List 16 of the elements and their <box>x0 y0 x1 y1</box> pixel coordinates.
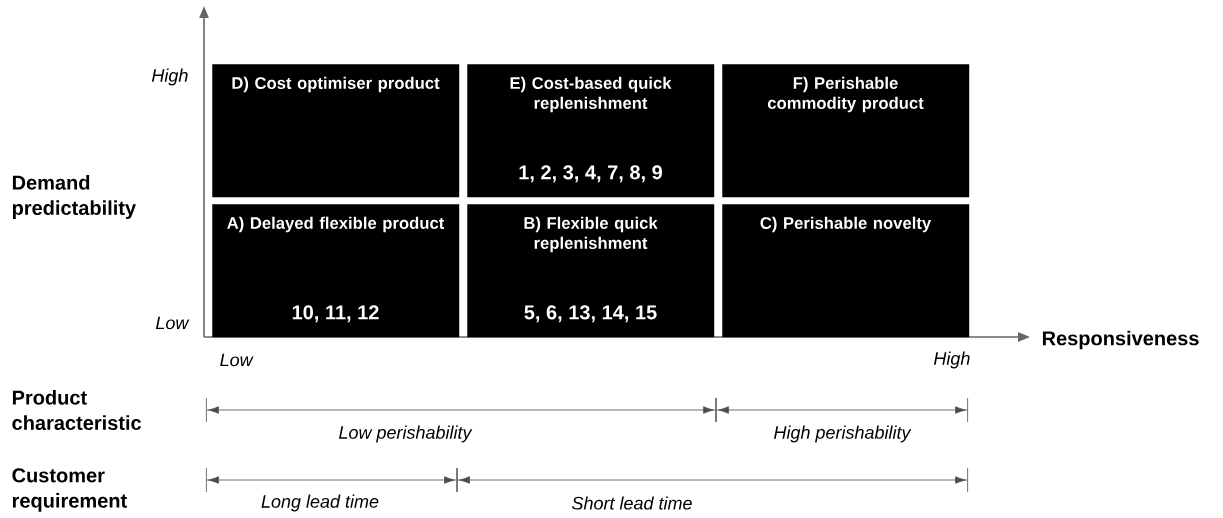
range-label: High perishability <box>774 425 912 443</box>
axis-title: Demand predictability <box>12 175 136 219</box>
range-label: Low perishability <box>339 425 473 443</box>
quadrant-box: E) Cost-based quick replenishment 1, 2, 3, 4, 7, 8, 9 <box>467 64 715 198</box>
row-label: Product characteristic <box>12 390 142 430</box>
quadrant-box: D) Cost optimiser product <box>212 64 460 198</box>
axis-label: Low <box>155 316 190 330</box>
quadrant-box: F) Perishable commodity product <box>722 64 970 198</box>
range-label: Short lead time <box>572 496 692 510</box>
range-label: Long lead time <box>261 494 379 512</box>
axis-label: High <box>151 68 188 86</box>
quadrant-box: C) Perishable novelty <box>722 204 970 338</box>
quadrant-box: B) Flexible quick replenishment 5, 6, 13, 14, 15 <box>467 204 715 338</box>
quadrant-box: A) Delayed flexible product 10, 11, 12 <box>212 204 460 338</box>
row-label: Customer requirement <box>12 468 127 512</box>
axis-title: Responsiveness <box>1042 330 1199 350</box>
